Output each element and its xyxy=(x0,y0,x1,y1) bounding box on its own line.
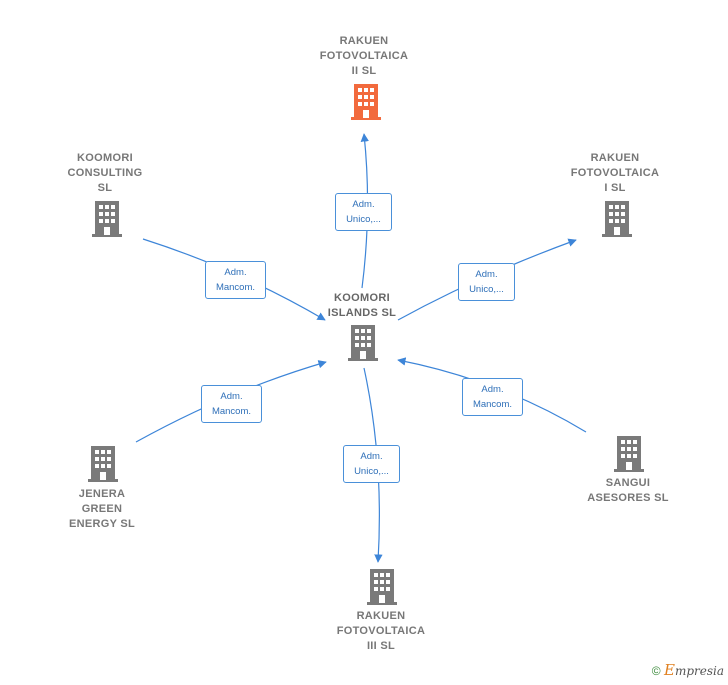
edge-label-top[interactable]: Adm.Unico,... xyxy=(335,193,392,231)
building-icon xyxy=(348,325,378,361)
building-icon xyxy=(367,569,397,605)
copyright-icon: © xyxy=(651,664,661,678)
edge-label-bottom[interactable]: Adm.Unico,... xyxy=(343,445,400,483)
brand-logo: Empresia xyxy=(663,661,724,679)
footer-brand: © Empresia xyxy=(652,661,724,679)
building-icon xyxy=(92,201,122,237)
building-icon xyxy=(602,201,632,237)
building-icon xyxy=(614,436,644,472)
building-icon xyxy=(351,84,381,120)
edge-label-topleft[interactable]: Adm.Mancom. xyxy=(205,261,266,299)
edge-label-bottomleft[interactable]: Adm.Mancom. xyxy=(201,385,262,423)
edge-label-bottomright[interactable]: Adm.Mancom. xyxy=(462,378,523,416)
building-icon xyxy=(88,446,118,482)
edge-label-topright[interactable]: Adm.Unico,... xyxy=(458,263,515,301)
